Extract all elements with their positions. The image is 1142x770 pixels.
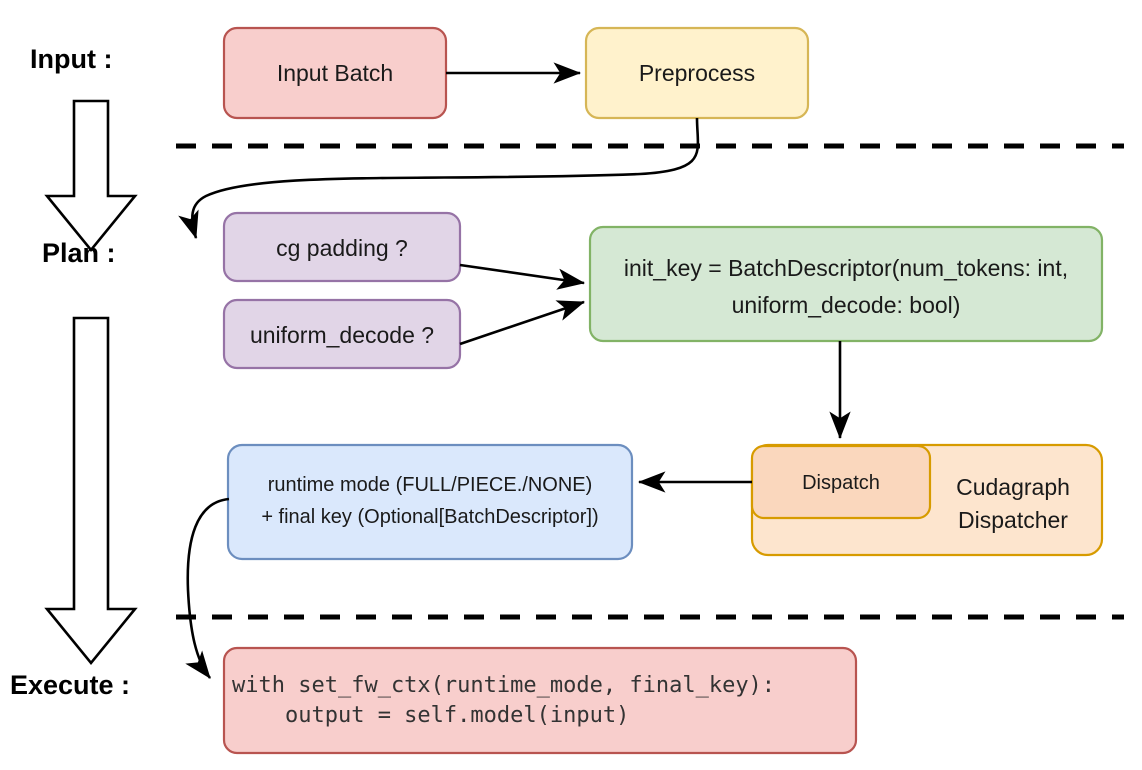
node-init-key-line1: init_key = BatchDescriptor(num_tokens: i… [624, 255, 1068, 281]
node-execute-code-line1: with set_fw_ctx(runtime_mode, final_key)… [232, 673, 775, 698]
node-execute-code-shape [222, 646, 858, 755]
node-init-key[interactable]: init_key = BatchDescriptor(num_tokens: i… [588, 225, 1104, 343]
node-runtime-mode-line1: runtime mode (FULL/PIECE./NONE) [268, 474, 593, 496]
node-preprocess-label: Preprocess [639, 60, 755, 86]
node-execute-code[interactable]: with set_fw_ctx(runtime_mode, final_key)… [222, 646, 858, 755]
edge-cg-padding-to-init-key [459, 263, 586, 290]
node-init-key-shape [588, 225, 1104, 343]
node-dispatch-label: Dispatch [802, 472, 880, 494]
node-runtime-mode[interactable]: runtime mode (FULL/PIECE./NONE) + final … [226, 443, 634, 561]
node-execute-code-line2: output = self.model(input) [232, 703, 629, 728]
node-runtime-mode-line2: + final key (Optional[BatchDescriptor]) [261, 506, 598, 528]
stage-flow-arrow-input-to-plan [44, 99, 138, 253]
node-init-key-line2: uniform_decode: bool) [732, 292, 961, 318]
stage-label-execute: Execute : [10, 670, 130, 700]
edge-uniform-decode-to-init-key [459, 300, 585, 346]
stage-label-plan: Plan : [42, 238, 116, 268]
node-uniform-decode-shape [222, 298, 462, 370]
node-cg-padding-shape [222, 211, 462, 283]
edge-preprocess-to-cg-padding [178, 117, 700, 239]
node-cudagraph-dispatcher-line2: Dispatcher [958, 507, 1068, 533]
stage-flow-arrow-plan-to-execute [44, 316, 138, 666]
node-runtime-mode-shape [226, 443, 634, 561]
stage-label-input: Input : [30, 44, 112, 74]
edge-runtime-mode-to-execute-code [185, 497, 230, 679]
node-cg-padding[interactable]: cg padding ? [222, 211, 462, 283]
node-uniform-decode-label: uniform_decode ? [250, 322, 434, 348]
node-uniform-decode[interactable]: uniform_decode ? [222, 298, 462, 370]
node-cudagraph-dispatcher-line1: Cudagraph [956, 474, 1070, 500]
node-dispatch[interactable]: Dispatch [750, 444, 932, 520]
node-cg-padding-label: cg padding ? [276, 235, 408, 261]
node-preprocess[interactable]: Preprocess [584, 26, 810, 120]
node-input-batch-label: Input Batch [277, 60, 393, 86]
node-input-batch[interactable]: Input Batch [222, 26, 448, 120]
